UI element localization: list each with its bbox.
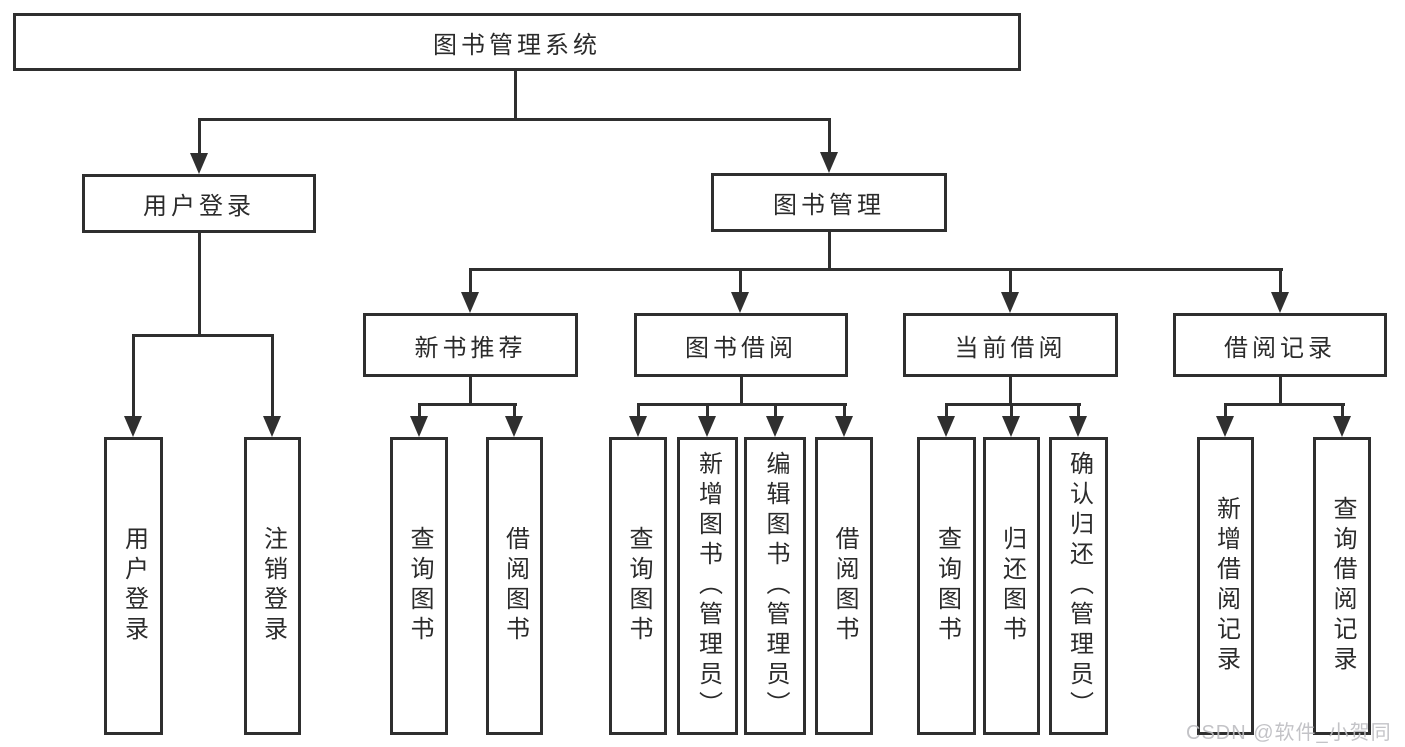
leaf-label: 借阅图书: [501, 526, 529, 646]
leaf-logout: 注销登录: [244, 437, 301, 735]
connector-line: [132, 334, 135, 419]
connector-line: [945, 403, 948, 419]
arrow-down-icon: [731, 292, 749, 313]
leaf-label: 编辑图书（管理员）: [762, 451, 789, 721]
node-new-book-recommend: 新书推荐: [363, 313, 578, 377]
connector-line: [1010, 403, 1013, 419]
leaf-query-books: 查询图书: [917, 437, 976, 735]
connector-line: [1224, 403, 1345, 406]
leaf-edit-books-admin: 编辑图书（管理员）: [744, 437, 806, 735]
arrow-down-icon: [698, 416, 716, 437]
connector-line: [418, 403, 517, 406]
node-borrow-record: 借阅记录: [1173, 313, 1387, 377]
connector-line: [198, 118, 201, 156]
node-root-system: 图书管理系统: [13, 13, 1021, 71]
connector-line: [945, 403, 1081, 406]
arrow-down-icon: [190, 153, 208, 174]
connector-line: [513, 403, 516, 419]
arrow-down-icon: [937, 416, 955, 437]
leaf-label: 查询图书: [933, 526, 961, 646]
leaf-user-login: 用户登录: [104, 437, 163, 735]
connector-line: [1009, 268, 1012, 294]
watermark: CSDN @软件_小贺同学: [1186, 722, 1392, 744]
arrow-down-icon: [410, 416, 428, 437]
connector-line: [1341, 403, 1344, 419]
leaf-label: 新增图书（管理员）: [694, 451, 722, 721]
connector-line: [828, 118, 831, 155]
leaf-label: 借阅图书: [831, 526, 858, 646]
connector-line: [739, 268, 742, 294]
node-current-borrow: 当前借阅: [903, 313, 1118, 377]
connector-line: [469, 268, 472, 294]
leaf-label: 查询图书: [625, 526, 652, 646]
connector-line: [469, 268, 1283, 271]
node-book-management: 图书管理: [711, 173, 947, 232]
leaf-label: 用户登录: [120, 526, 148, 646]
leaf-label: 注销登录: [259, 526, 287, 646]
connector-line: [1224, 403, 1227, 419]
leaf-label: 归还图书: [998, 526, 1026, 646]
connector-line: [828, 230, 831, 271]
connector-line: [740, 375, 743, 406]
connector-line: [706, 403, 709, 419]
connector-line: [198, 231, 201, 337]
arrow-down-icon: [629, 416, 647, 437]
leaf-add-borrow-record: 新增借阅记录: [1197, 437, 1254, 735]
connector-line: [637, 403, 847, 406]
connector-line: [1009, 375, 1012, 406]
arrow-down-icon: [835, 416, 853, 437]
node-book-borrow: 图书借阅: [634, 313, 848, 377]
arrow-down-icon: [1271, 292, 1289, 313]
arrow-down-icon: [1001, 292, 1019, 313]
leaf-confirm-return-admin: 确认归还（管理员）: [1049, 437, 1108, 735]
connector-line: [469, 375, 472, 406]
arrow-down-icon: [820, 152, 838, 173]
arrow-down-icon: [1002, 416, 1020, 437]
connector-line: [843, 403, 846, 419]
leaf-query-books: 查询图书: [390, 437, 448, 735]
connector-line: [1077, 403, 1080, 419]
leaf-label: 确认归还（管理员）: [1065, 451, 1093, 721]
connector-line: [198, 118, 831, 121]
leaf-borrow-books: 借阅图书: [486, 437, 543, 735]
arrow-down-icon: [124, 416, 142, 437]
leaf-borrow-books: 借阅图书: [815, 437, 873, 735]
connector-line: [514, 69, 517, 120]
leaf-label: 新增借阅记录: [1212, 496, 1240, 676]
connector-line: [1279, 375, 1282, 406]
leaf-query-borrow-record: 查询借阅记录: [1313, 437, 1371, 735]
leaf-return-books: 归还图书: [983, 437, 1040, 735]
connector-line: [418, 403, 421, 419]
connector-line: [271, 334, 274, 419]
arrow-down-icon: [1216, 416, 1234, 437]
arrow-down-icon: [461, 292, 479, 313]
arrow-down-icon: [1333, 416, 1351, 437]
leaf-query-books: 查询图书: [609, 437, 667, 735]
leaf-add-books-admin: 新增图书（管理员）: [677, 437, 738, 735]
arrow-down-icon: [263, 416, 281, 437]
arrow-down-icon: [505, 416, 523, 437]
arrow-down-icon: [766, 416, 784, 437]
connector-line: [637, 403, 640, 419]
node-user-login: 用户登录: [82, 174, 316, 233]
connector-line: [774, 403, 777, 419]
leaf-label: 查询借阅记录: [1329, 496, 1356, 676]
leaf-label: 查询图书: [406, 526, 433, 646]
arrow-down-icon: [1069, 416, 1087, 437]
connector-line: [1279, 268, 1282, 294]
connector-line: [132, 334, 274, 337]
